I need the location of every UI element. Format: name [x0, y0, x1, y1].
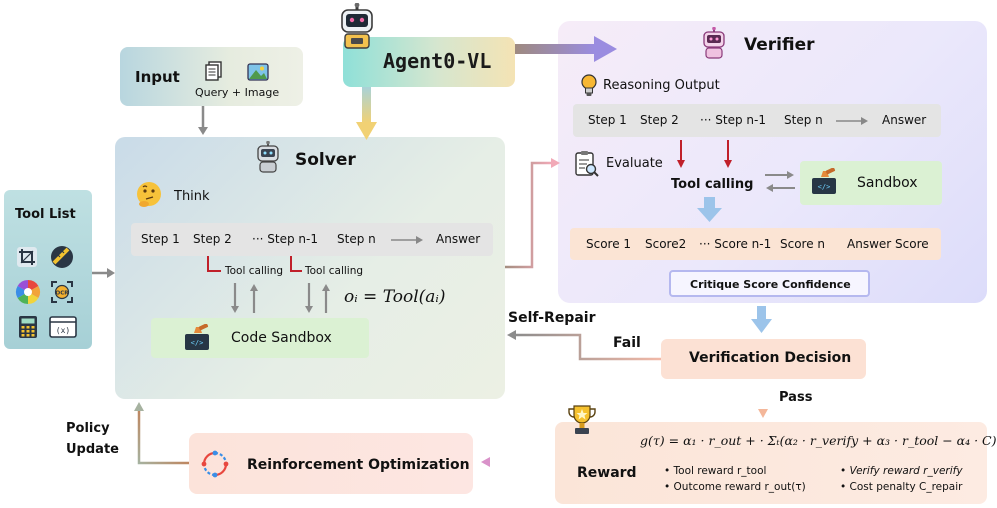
verifier-title: Verifier	[744, 35, 815, 55]
self-repair-label: Self-Repair	[508, 310, 596, 326]
solver-sandbox-arrows	[231, 283, 330, 313]
arrow-self-repair	[507, 330, 661, 361]
svg-text:(x): (x)	[56, 326, 70, 335]
reward-box	[555, 422, 987, 504]
arrow-pass	[758, 379, 768, 418]
input-caption: Query + Image	[195, 86, 280, 99]
fail-label: Fail	[613, 335, 641, 351]
score-item: Score2	[645, 237, 687, 251]
solver-title: Solver	[295, 150, 356, 170]
verifier-answer-arrow	[836, 117, 868, 125]
score-item: Score n	[780, 237, 826, 251]
solver-tool-calling-label: Tool calling	[225, 265, 284, 277]
reasoning-output-label: Reasoning Output	[603, 78, 720, 93]
lightbulb-icon	[580, 74, 598, 98]
thinking-face-icon	[135, 180, 165, 210]
solver-tool-calling-label: Tool calling	[305, 265, 364, 277]
reward-item: • Cost penalty C_repair	[840, 481, 963, 493]
critique-label: Critique Score Confidence	[690, 278, 851, 291]
score-item: Score 1	[586, 237, 632, 251]
verification-decision-label: Verification Decision	[689, 350, 852, 366]
arrow-agent-to-verifier	[515, 36, 617, 62]
reward-item: • Tool reward r_tool	[664, 465, 767, 477]
verifier-sandbox-label: Sandbox	[857, 175, 918, 191]
svg-text:</>: </>	[191, 339, 204, 347]
tool-reward-text: Tool reward r_tool	[673, 465, 767, 477]
verifier-step-bar	[573, 104, 941, 137]
solver-answer-arrow	[391, 236, 423, 244]
crop-icon	[16, 246, 38, 268]
calculator-icon	[18, 315, 38, 339]
arrow-policy-update	[134, 402, 189, 465]
reward-item: • Outcome reward r_out(τ)	[664, 481, 806, 493]
score-item: ··· Score n-1	[699, 237, 772, 251]
measure-icon	[50, 245, 74, 269]
solver-step: Step n	[337, 232, 376, 246]
rl-box	[189, 433, 473, 494]
code-sandbox-icon: </>	[183, 323, 211, 352]
verifier-red-arrows	[677, 140, 732, 168]
solver-step: Step 1	[141, 232, 180, 246]
critique-box	[669, 270, 870, 297]
outcome-reward-text: Outcome reward r_out(τ)	[673, 481, 806, 493]
verifier-tool-calling-label: Tool calling	[671, 177, 754, 192]
verifier-step: Step n	[784, 113, 823, 127]
svg-text:OCR: OCR	[56, 291, 70, 297]
solver-answer: Answer	[436, 232, 481, 246]
clipboard-search-icon	[574, 150, 600, 178]
verifier-step: Step 2	[640, 113, 679, 127]
solver-tool-calling-brackets	[207, 256, 302, 272]
policy-label: Policy	[66, 421, 110, 436]
trophy-icon	[567, 403, 597, 437]
pass-label: Pass	[779, 390, 813, 405]
evaluate-label: Evaluate	[606, 156, 663, 171]
reward-item: • Verify reward r_verify	[840, 465, 963, 477]
agent-title: Agent0-VL	[383, 49, 492, 73]
input-title: Input	[135, 68, 180, 86]
ocr-icon: OCR	[50, 280, 74, 304]
arrow-agent-to-solver	[356, 87, 377, 140]
arrow-reward-to-rl	[481, 457, 555, 467]
arrow-solver-to-verifier	[505, 158, 560, 269]
solver-step-bar	[131, 223, 493, 256]
solver-step: Step 2	[193, 232, 232, 246]
solver-think-label: Think	[174, 189, 210, 204]
agent-robot-icon	[337, 2, 377, 49]
scores-bar	[570, 228, 941, 260]
function-icon: (x)	[49, 316, 77, 338]
verify-reward-text: Verify reward r_verify	[849, 465, 963, 477]
arrow-input-to-solver	[198, 106, 208, 135]
svg-text:</>: </>	[818, 183, 831, 191]
image-icon	[247, 62, 269, 82]
rl-label: Reinforcement Optimization	[247, 457, 470, 473]
color-wheel-icon	[15, 279, 41, 305]
verification-decision-box	[661, 339, 866, 379]
reward-formula: g(τ) = α₁ · r_out + · Σₜ(α₂ · r_verify +…	[640, 433, 997, 448]
tool-list-title: Tool List	[15, 207, 76, 222]
tool-formula: oᵢ = Tool(aᵢ)	[344, 287, 446, 307]
documents-icon	[203, 61, 223, 83]
verifier-sandbox-arrows	[765, 171, 795, 192]
verifier-step: ··· Step n-1	[700, 113, 766, 127]
solver-robot-icon	[254, 140, 282, 173]
code-sandbox-label: Code Sandbox	[231, 330, 332, 346]
tool-list-panel	[4, 190, 92, 349]
arrow-toollist-to-solver	[92, 268, 115, 278]
verifier-robot-icon	[700, 26, 728, 59]
cost-penalty-text: Cost penalty C_repair	[849, 481, 963, 493]
verifier-answer: Answer	[882, 113, 927, 127]
arrow-verifier-to-decision	[751, 306, 772, 333]
verifier-blue-arrow	[697, 197, 722, 222]
reward-title: Reward	[577, 465, 637, 481]
solver-step: ··· Step n-1	[252, 232, 318, 246]
agent-box	[343, 37, 515, 87]
update-label: Update	[66, 442, 119, 457]
verifier-step: Step 1	[588, 113, 627, 127]
answer-score: Answer Score	[847, 237, 929, 251]
verifier-sandbox-icon: </>	[810, 167, 838, 196]
cycle-icon	[200, 449, 230, 479]
